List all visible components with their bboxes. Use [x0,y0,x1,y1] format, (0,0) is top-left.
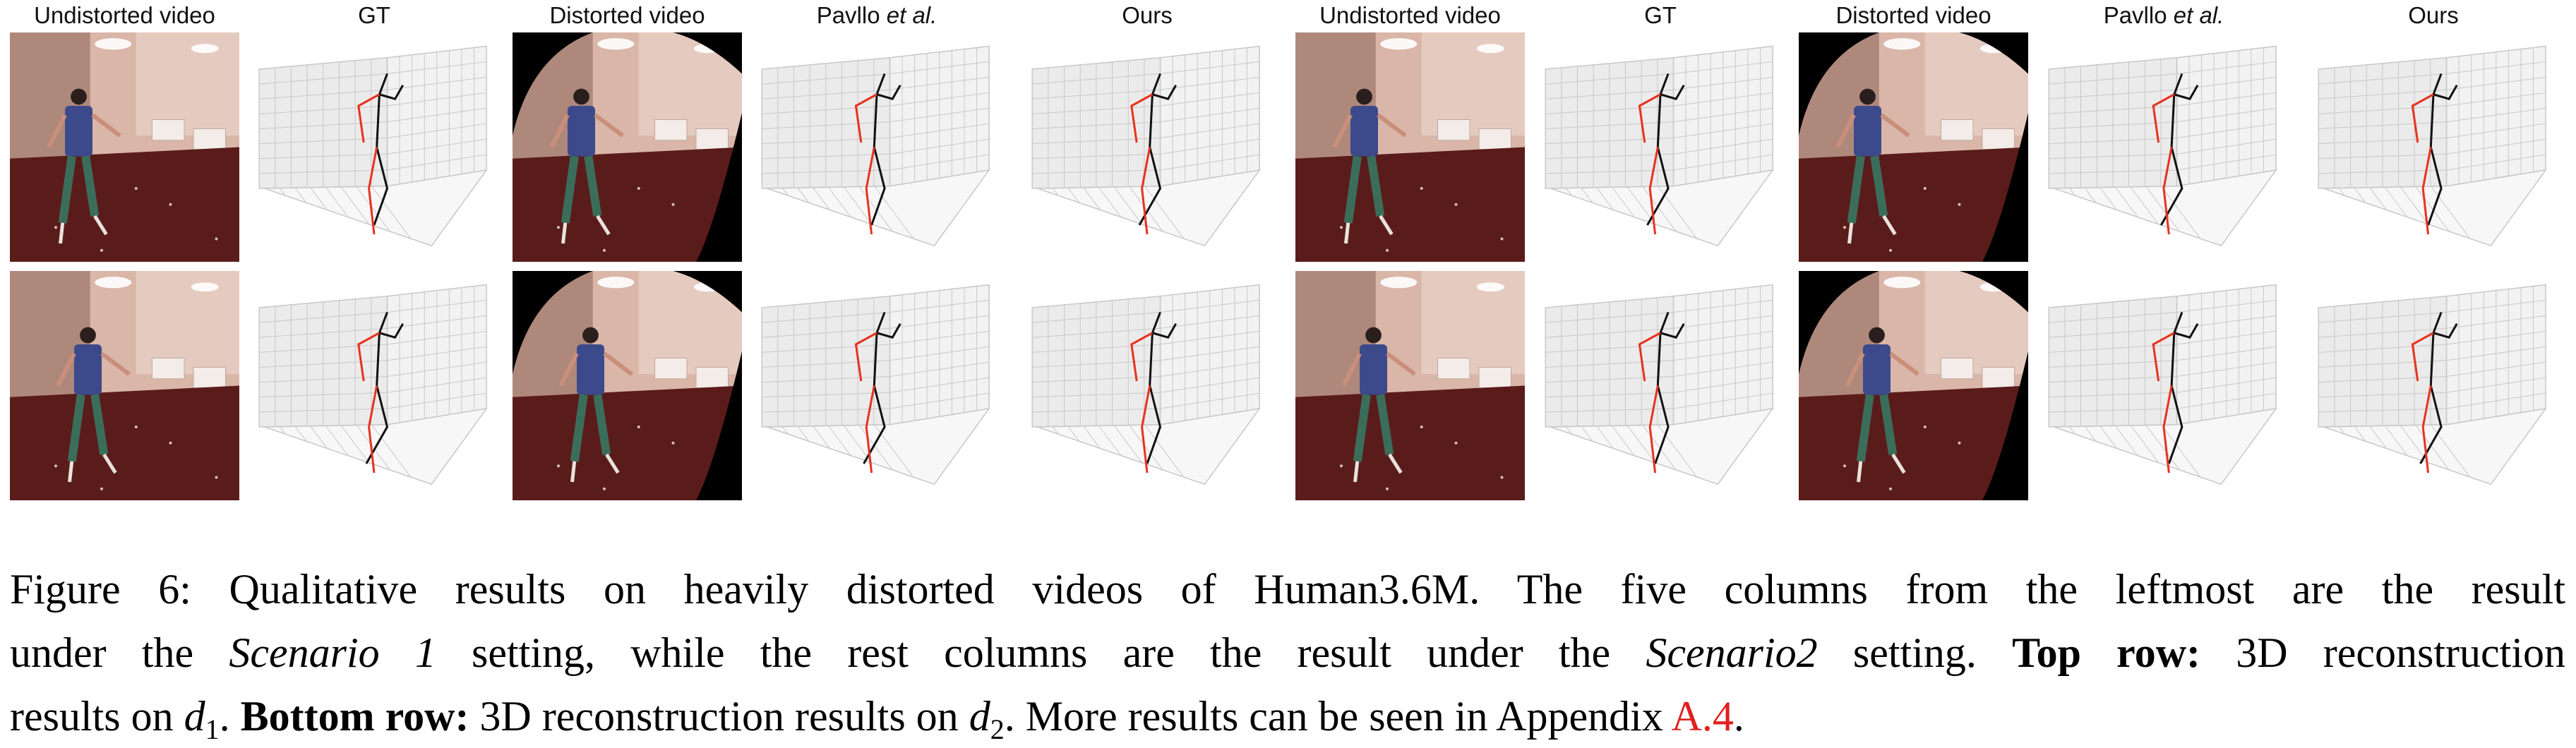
column-title-undistorted-2: Undistorted video [1319,2,1501,28]
figure-caption: Figure 6: Qualitative results on heavily… [10,557,2565,748]
column-title-pavllo-2: Pavllo et al. [2103,2,2224,28]
pose-3d-plot [2033,271,2294,500]
distorted-video-frame [513,32,742,262]
column-title-distorted-2: Distorted video [1835,2,1991,28]
column-title-gt-2: GT [1644,2,1677,28]
pose-3d-plot [1017,32,1278,262]
pose-3d-plot [244,32,505,262]
pose-3d-plot [2303,271,2564,500]
distorted-video-frame [1799,32,2028,262]
pose-3d-plot [1017,271,1278,500]
undistorted-video-frame [1295,271,1525,500]
column-title-ours-1: Ours [1122,2,1173,28]
distorted-video-frame [513,271,742,500]
column-title-ours-2: Ours [2408,2,2459,28]
column-title-pavllo-1: Pavllo et al. [816,2,937,28]
caption-line-3: results on d1. Bottom row: 3D reconstruc… [10,693,1744,745]
appendix-link[interactable]: A.4 [1671,693,1734,740]
undistorted-video-frame [10,271,239,500]
column-title-distorted-1: Distorted video [549,2,705,28]
pose-3d-plot [244,271,505,500]
caption-line-2: under the Scenario 1 setting, while the … [10,629,2565,676]
pose-3d-plot [746,271,1007,500]
undistorted-video-frame [1295,32,1525,262]
pose-3d-plot [1530,271,1791,500]
column-title-gt-1: GT [358,2,390,28]
pose-3d-plot [2303,32,2564,262]
caption-line-1: Figure 6: Qualitative results on heavily… [10,566,2565,613]
distorted-video-frame [1799,271,2028,500]
undistorted-video-frame [10,32,239,262]
pose-3d-plot [1530,32,1791,262]
pose-3d-plot [746,32,1007,262]
pose-3d-plot [2033,32,2294,262]
column-title-undistorted-1: Undistorted video [34,2,215,28]
